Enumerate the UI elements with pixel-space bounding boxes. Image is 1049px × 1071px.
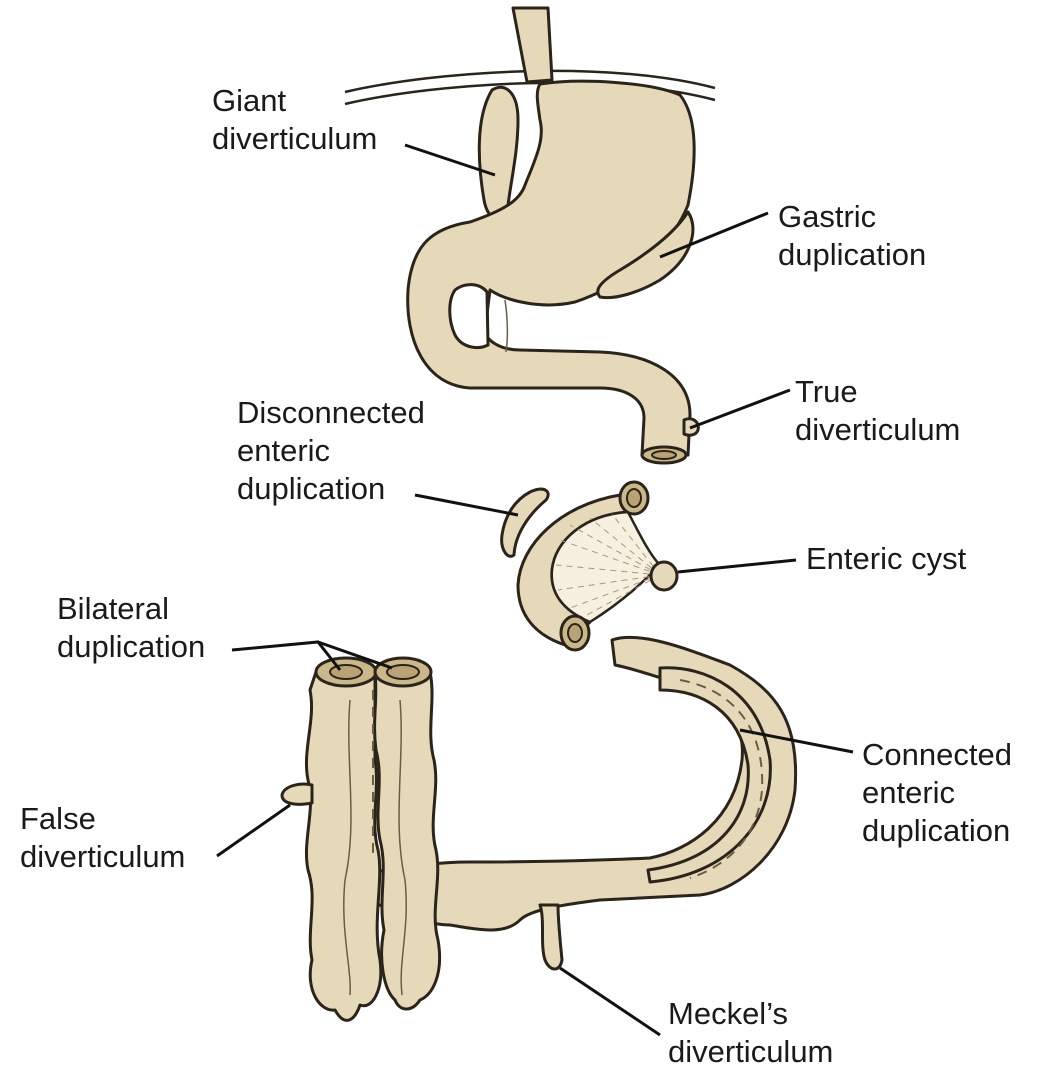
colon-cut-left-lumen	[330, 665, 362, 679]
label-enteric-cyst: Enteric cyst	[806, 540, 966, 578]
cut-end-segment-bottom-lumen	[568, 624, 582, 642]
leader-true	[690, 390, 790, 428]
leader-cyst	[678, 560, 796, 572]
stomach-loop-gap	[450, 285, 488, 348]
giant-diverticulum-shape	[479, 87, 518, 218]
label-bilateral-duplication: Bilateral duplication	[57, 590, 205, 666]
false-diverticulum-shape	[282, 784, 312, 804]
colon-right	[375, 672, 440, 1009]
meckels-diverticulum-shape	[540, 905, 562, 969]
label-true-diverticulum: True diverticulum	[795, 373, 960, 449]
cut-end-upper-lumen	[652, 451, 676, 459]
label-connected-enteric-duplication: Connected enteric duplication	[862, 736, 1012, 850]
pylorus-line	[505, 300, 507, 352]
label-false-diverticulum: False diverticulum	[20, 800, 185, 876]
label-gastric-duplication: Gastric duplication	[778, 198, 926, 274]
label-disconnected-enteric-duplication: Disconnected enteric duplication	[237, 394, 425, 508]
leader-disconnected	[415, 495, 518, 515]
leader-meckel	[560, 968, 660, 1035]
label-giant-diverticulum: Giant diverticulum	[212, 82, 377, 158]
enteric-cyst-shape	[651, 562, 677, 590]
colon-left	[306, 672, 380, 1020]
cut-end-segment-top-lumen	[627, 489, 641, 507]
leader-false	[217, 805, 290, 856]
label-meckels-diverticulum: Meckel’s diverticulum	[668, 995, 833, 1071]
